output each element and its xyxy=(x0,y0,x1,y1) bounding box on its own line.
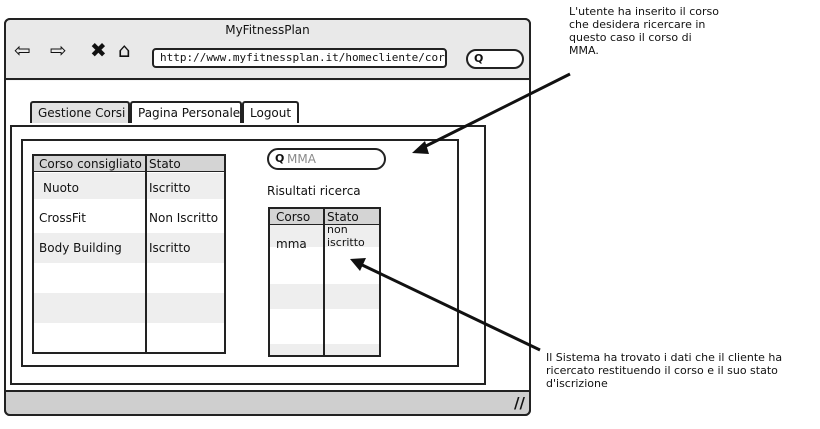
table-cell-status: Non Iscritto xyxy=(149,211,219,225)
course-search-field[interactable]: Q xyxy=(267,148,386,170)
resize-handle-icon[interactable]: // xyxy=(514,394,525,412)
row-stripe xyxy=(34,293,224,323)
annotation-search-input: L'utente ha inserito il corso che deside… xyxy=(569,5,769,57)
annotation-line: d'iscrizione xyxy=(546,377,608,390)
tab-gestione-corsi[interactable]: Gestione Corsi xyxy=(30,101,130,123)
column-header-status: Stato xyxy=(327,210,359,224)
search-results-table: Corso Stato mma non iscritto xyxy=(268,207,381,357)
search-icon: Q xyxy=(474,52,484,65)
close-icon[interactable]: ✖ xyxy=(90,38,107,62)
column-divider xyxy=(323,209,325,355)
table-cell-course[interactable]: Nuoto xyxy=(43,181,79,195)
forward-arrow-icon[interactable]: ⇨ xyxy=(50,38,67,62)
annotation-line: questo caso il corso di xyxy=(569,31,692,44)
table-cell-course[interactable]: CrossFit xyxy=(39,211,86,225)
annotation-line: MMA. xyxy=(569,44,599,57)
home-icon[interactable]: ⌂ xyxy=(118,38,131,62)
table-cell-course[interactable]: mma xyxy=(276,237,307,251)
arrow-to-results xyxy=(350,258,541,352)
table-cell-status: non iscritto xyxy=(327,223,365,249)
table-cell-course[interactable]: Body Building xyxy=(39,241,122,255)
column-header-course: Corso consigliato xyxy=(39,157,142,171)
annotation-line: Il Sistema ha trovato i dati che il clie… xyxy=(546,351,783,364)
annotation-line: ricercato restituendo il corso e il suo … xyxy=(546,364,778,377)
search-icon: Q xyxy=(275,152,285,165)
tab-logout[interactable]: Logout xyxy=(242,101,299,123)
annotation-line: che desidera ricercare in xyxy=(569,18,706,31)
browser-statusbar xyxy=(4,390,531,416)
annotation-line: L'utente ha inserito il corso xyxy=(569,5,719,18)
column-header-status: Stato xyxy=(149,157,181,171)
search-results-label: Risultati ricerca xyxy=(267,184,361,198)
window-title: MyFitnessPlan xyxy=(225,23,310,37)
back-arrow-icon[interactable]: ⇦ xyxy=(14,38,31,62)
course-search-input[interactable] xyxy=(287,151,377,167)
recommended-courses-table: Corso consigliato Stato Nuoto Iscritto C… xyxy=(32,154,226,354)
url-bar[interactable]: http://www.myfitnessplan.it/homecliente/… xyxy=(152,48,447,68)
table-cell-status: Iscritto xyxy=(149,181,191,195)
table-cell-status: Iscritto xyxy=(149,241,191,255)
annotation-search-result: Il Sistema ha trovato i dati che il clie… xyxy=(546,351,818,390)
table-header xyxy=(34,156,224,172)
tab-pagina-personale[interactable]: Pagina Personale xyxy=(130,101,242,123)
column-divider xyxy=(145,156,147,352)
row-stripe xyxy=(34,233,224,263)
row-stripe xyxy=(34,173,224,199)
browser-search-box[interactable]: Q xyxy=(466,49,524,69)
arrow-to-search xyxy=(412,72,571,154)
column-header-course: Corso xyxy=(276,210,311,224)
